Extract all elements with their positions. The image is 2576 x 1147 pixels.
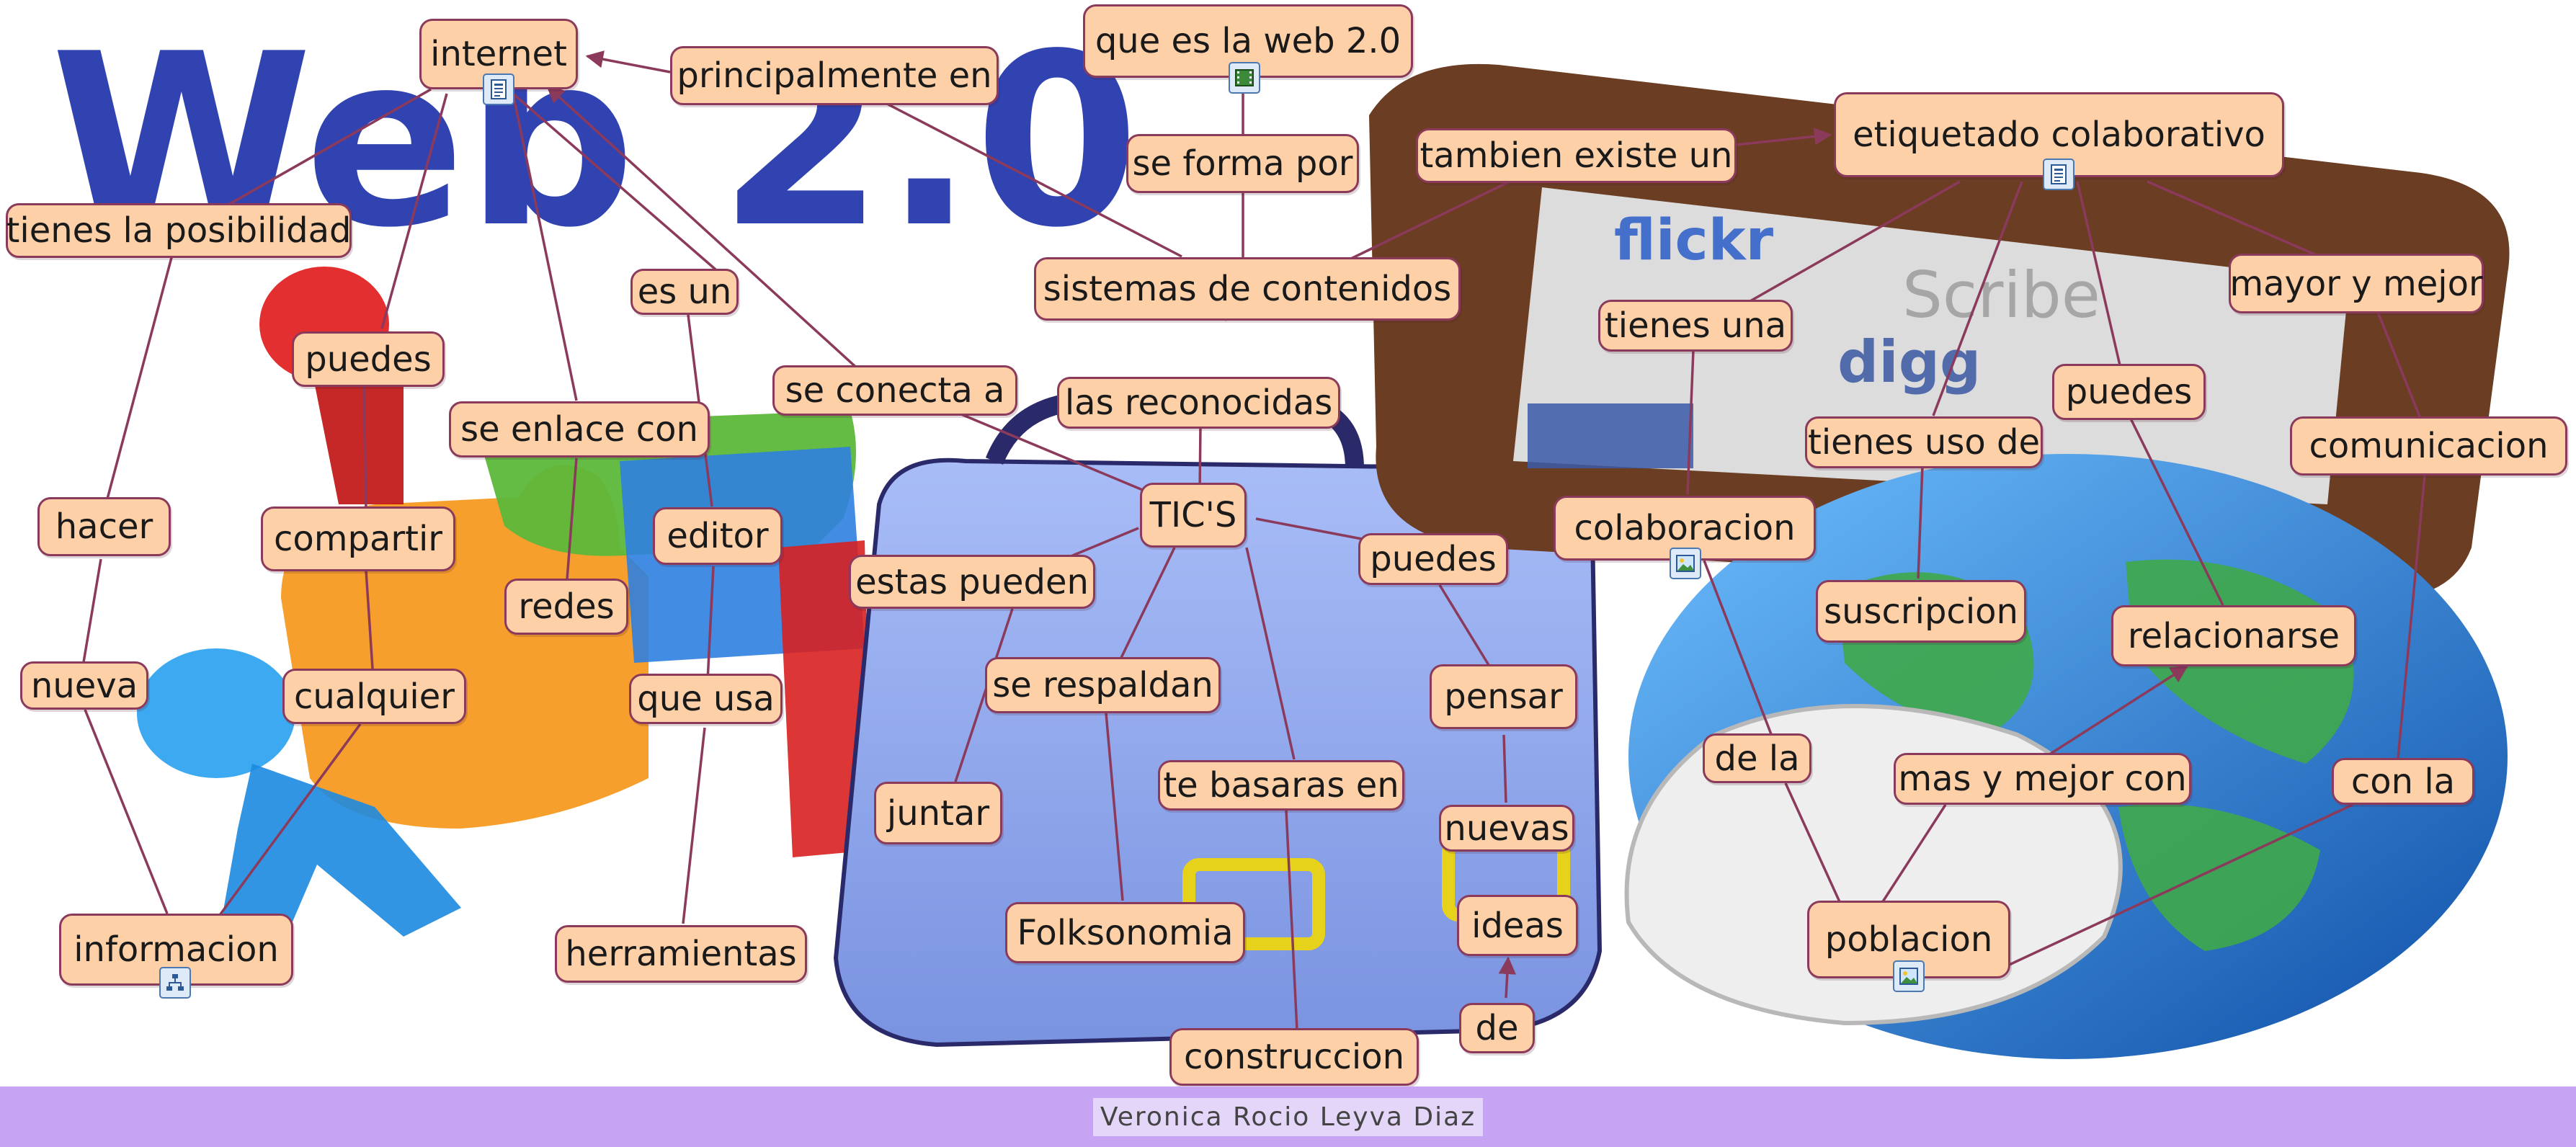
concept-map-icon[interactable]: [159, 967, 191, 999]
node-etiquetado-colaborativo[interactable]: etiquetado colaborativo: [1834, 92, 2284, 177]
node-compartir[interactable]: compartir: [261, 506, 455, 571]
svg-text:flickr: flickr: [1614, 208, 1774, 273]
document-icon[interactable]: [483, 73, 514, 105]
concept-map-canvas: Web 2.0 flickr Scribe digg: [6, 3, 2567, 1086]
node-juntar[interactable]: juntar: [874, 782, 1002, 844]
node-construccion[interactable]: construccion: [1169, 1028, 1419, 1086]
node-suscripcion[interactable]: suscripcion: [1816, 580, 2026, 643]
node-de[interactable]: de: [1459, 1003, 1535, 1053]
node-te-basaras-en[interactable]: te basaras en: [1158, 760, 1404, 811]
svg-text:Scribe: Scribe: [1902, 258, 2100, 332]
node-tienes-una[interactable]: tienes una: [1598, 300, 1793, 352]
node-redes[interactable]: redes: [504, 579, 628, 635]
node-puedes-right[interactable]: puedes: [2052, 364, 2206, 420]
author-name: Veronica Rocio Leyva Diaz: [1092, 1097, 1484, 1136]
node-principalmente-en[interactable]: principalmente en: [670, 46, 999, 105]
node-con-la[interactable]: con la: [2332, 758, 2474, 805]
node-que-es-la-web-2-0[interactable]: que es la web 2.0: [1083, 4, 1413, 78]
node-mayor-y-mejor[interactable]: mayor y mejor: [2229, 254, 2484, 313]
node-ideas[interactable]: ideas: [1457, 895, 1578, 956]
node-se-enlace-con[interactable]: se enlace con: [449, 401, 710, 458]
node-las-reconocidas[interactable]: las reconocidas: [1057, 377, 1340, 429]
node-estas-pueden[interactable]: estas pueden: [849, 555, 1095, 609]
node-se-conecta-a[interactable]: se conecta a: [772, 365, 1017, 416]
node-folksonomia[interactable]: Folksonomia: [1005, 902, 1245, 963]
node-editor[interactable]: editor: [653, 507, 783, 565]
image-icon[interactable]: [1670, 548, 1701, 579]
document-icon[interactable]: [2043, 159, 2074, 190]
node-sistemas-de-contenidos[interactable]: sistemas de contenidos: [1034, 257, 1461, 321]
node-pensar[interactable]: pensar: [1430, 664, 1577, 729]
node-nuevas[interactable]: nuevas: [1439, 805, 1574, 852]
node-internet[interactable]: internet: [419, 19, 578, 89]
node-se-forma-por[interactable]: se forma por: [1126, 134, 1359, 193]
node-se-respaldan[interactable]: se respaldan: [985, 657, 1221, 713]
node-cualquier[interactable]: cualquier: [282, 669, 466, 724]
node-tics[interactable]: TIC'S: [1140, 483, 1247, 548]
svg-text:digg: digg: [1837, 329, 1981, 396]
image-icon[interactable]: [1893, 960, 1925, 992]
node-que-usa[interactable]: que usa: [629, 674, 783, 724]
node-comunicacion[interactable]: comunicacion: [2290, 416, 2567, 476]
node-tienes-la-posibilidad[interactable]: tienes la posibilidad: [6, 203, 352, 258]
node-puedes-mid[interactable]: puedes: [1358, 533, 1508, 585]
footer-bar: Veronica Rocio Leyva Diaz: [0, 1086, 2576, 1147]
node-tienes-uso-de[interactable]: tienes uso de: [1805, 416, 2043, 468]
node-nueva[interactable]: nueva: [20, 661, 148, 710]
node-herramientas[interactable]: herramientas: [555, 925, 807, 983]
node-puedes-left[interactable]: puedes: [292, 331, 445, 387]
video-icon[interactable]: [1229, 62, 1260, 94]
node-hacer[interactable]: hacer: [37, 497, 171, 556]
node-es-un[interactable]: es un: [630, 269, 739, 315]
node-tambien-existe-un[interactable]: tambien existe un: [1416, 128, 1737, 183]
node-mas-y-mejor-con[interactable]: mas y mejor con: [1894, 753, 2191, 805]
node-relacionarse[interactable]: relacionarse: [2111, 605, 2356, 666]
node-de-la[interactable]: de la: [1703, 733, 1811, 783]
